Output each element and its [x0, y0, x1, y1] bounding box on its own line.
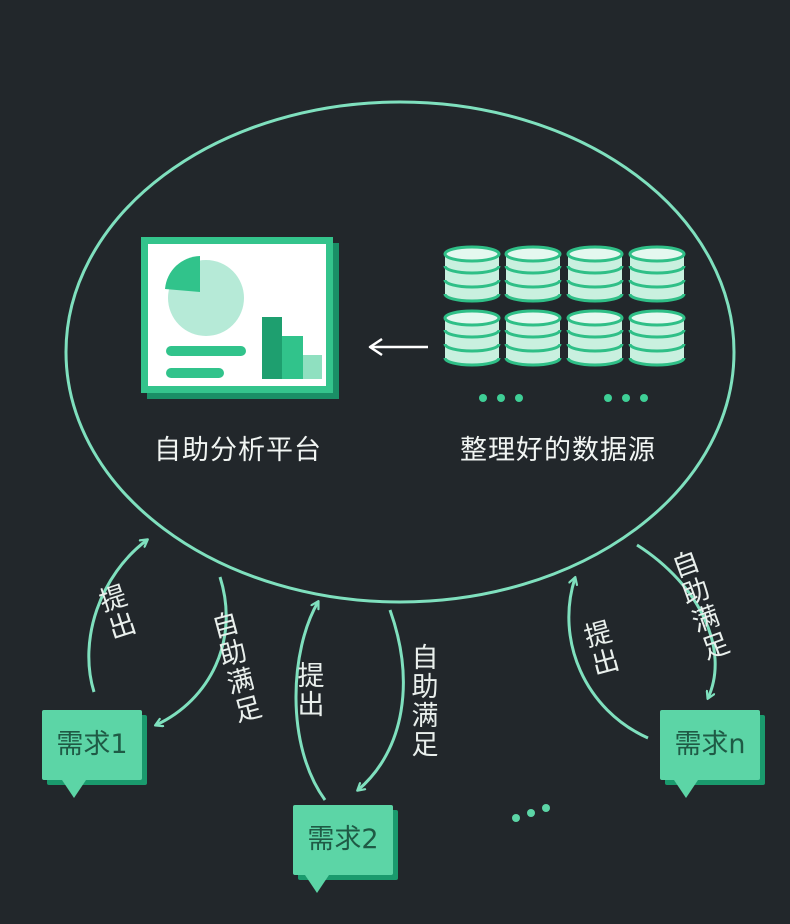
- bubble-tail: [305, 875, 329, 893]
- request-bubble-n: 需求n: [660, 710, 760, 798]
- request-bubble-1: 需求1: [42, 710, 142, 798]
- request-label-1: 需求1: [56, 729, 128, 760]
- database-cylinder-icon: [628, 245, 686, 303]
- database-icons: [443, 245, 686, 367]
- database-cylinder-icon: [628, 309, 686, 367]
- more-requests-dots-icon: [512, 804, 550, 822]
- satisfy-arrow-1: [156, 576, 228, 725]
- satisfy-arrow-n: [636, 543, 717, 698]
- database-cylinder-icon: [566, 309, 624, 367]
- satisfy-label-2: 自助满足: [411, 643, 439, 761]
- ecosystem-ellipse: [64, 100, 736, 604]
- satisfy-arrow-2: [358, 609, 405, 790]
- bubble-tail: [62, 780, 86, 798]
- analytics-dashboard-icon: [141, 237, 339, 399]
- submit-arrow-n: [567, 578, 649, 740]
- more-dots-icon: [479, 394, 648, 402]
- platform-label: 自助分析平台: [154, 435, 322, 466]
- database-cylinder-icon: [504, 245, 562, 303]
- database-cylinder-icon: [504, 309, 562, 367]
- submit-label-2: 提出: [297, 661, 325, 721]
- database-cylinder-icon: [566, 245, 624, 303]
- submit-arrow-1: [87, 540, 147, 693]
- bubble-tail: [674, 780, 698, 798]
- datasource-label: 整理好的数据源: [460, 435, 656, 466]
- database-cylinder-icon: [443, 309, 501, 367]
- request-label-n: 需求n: [674, 729, 746, 760]
- database-cylinder-icon: [443, 245, 501, 303]
- request-bubble-2: 需求2: [293, 805, 393, 893]
- submit-arrow-2: [294, 602, 327, 801]
- request-label-2: 需求2: [307, 824, 379, 855]
